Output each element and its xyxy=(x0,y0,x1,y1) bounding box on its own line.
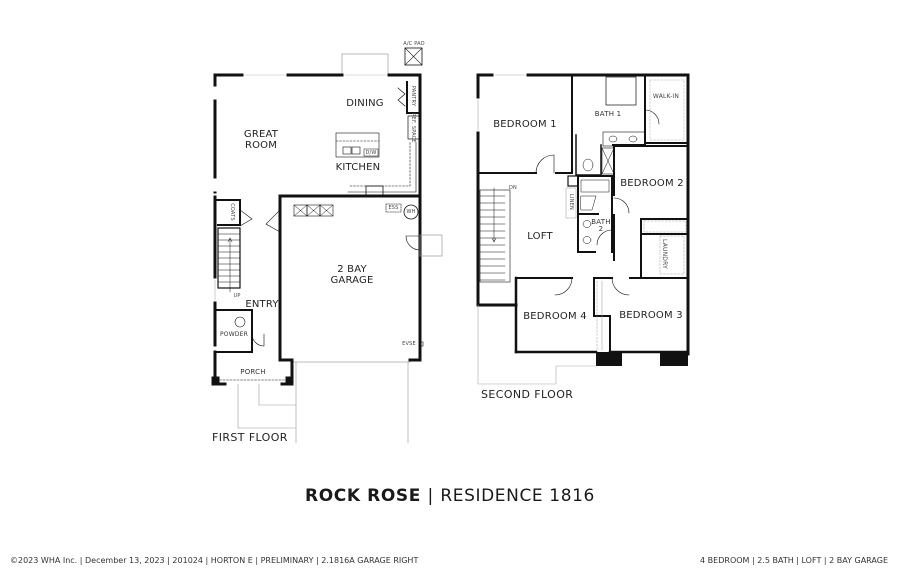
room-label-entry: ENTRY xyxy=(245,299,279,310)
ref-space-label: REF. SPACE xyxy=(410,113,416,143)
dishwasher-label: D/W xyxy=(365,150,377,156)
first-floor-plan xyxy=(211,47,443,444)
ac-pad-label: A/C PAD xyxy=(403,41,425,47)
second-floor-plan xyxy=(476,73,690,385)
stairs-up-label: UP xyxy=(233,293,241,299)
room-label-walk-in: WALK-IN xyxy=(652,93,680,100)
community-name: ROCK ROSE xyxy=(305,486,421,506)
plan-title: ROCK ROSE | RESIDENCE 1816 xyxy=(0,486,900,506)
room-label-loft: LOFT xyxy=(527,231,553,242)
footer-copyright-info: ©2023 WHA Inc. | December 13, 2023 | 201… xyxy=(10,556,419,565)
room-label-bedroom-2: BEDROOM 2 xyxy=(620,178,684,189)
room-label-bath-2: BATH 2 xyxy=(591,218,611,233)
water-heater-label: WH xyxy=(406,209,416,215)
first-floor-title: FIRST FLOOR xyxy=(212,431,288,444)
footer-plan-summary: 4 BEDROOM | 2.5 BATH | LOFT | 2 BAY GARA… xyxy=(700,556,888,565)
room-label-powder: POWDER xyxy=(219,331,249,338)
room-label-porch: PORCH xyxy=(240,368,266,376)
room-label-bedroom-1: BEDROOM 1 xyxy=(493,119,557,130)
room-label-laundry: LAUNDRY xyxy=(661,239,668,269)
residence-name: RESIDENCE 1816 xyxy=(440,486,595,506)
linen-label: LINEN xyxy=(568,194,574,210)
room-label-bedroom-4: BEDROOM 4 xyxy=(523,311,587,322)
second-floor-title: SECOND FLOOR xyxy=(481,388,574,401)
pantry-label: PANTRY xyxy=(410,85,416,107)
title-separator: | xyxy=(427,486,434,506)
ess-label: ESS xyxy=(388,205,399,211)
room-label-kitchen: KITCHEN xyxy=(335,162,381,173)
evse-label: EVSE xyxy=(402,341,416,347)
room-label-bedroom-3: BEDROOM 3 xyxy=(619,310,683,321)
room-label-great-room: GREAT ROOM xyxy=(243,129,279,151)
stairs-down-label: DN xyxy=(509,185,517,191)
room-label-bath-1: BATH 1 xyxy=(594,110,622,118)
room-label-dining: DINING xyxy=(346,98,384,109)
coats-label: COATS xyxy=(229,203,235,221)
room-label-garage: 2 BAY GARAGE xyxy=(330,264,374,286)
